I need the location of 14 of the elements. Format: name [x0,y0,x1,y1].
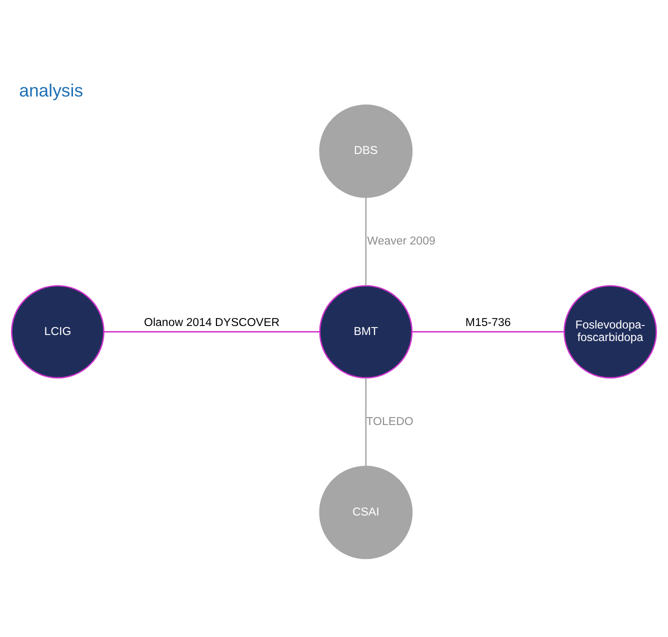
node-circle: BMT [319,285,413,378]
connector [365,378,367,466]
edge-label: Olanow 2014 DYSCOVER [144,316,280,329]
node-circle: DBS [319,104,413,198]
node-circle: Foslevodopa-foscarbidopa [564,285,657,378]
node-circle: CSAI [319,466,413,560]
edge-label: M15-736 [465,316,511,329]
node-circle: LCIG [11,285,104,378]
edge-label: TOLEDO [366,416,414,428]
edge-label: Weaver 2009 [367,235,436,248]
connector [412,331,564,332]
diagram-title: analysis [19,80,84,100]
connector [365,197,367,286]
connector [104,331,320,332]
